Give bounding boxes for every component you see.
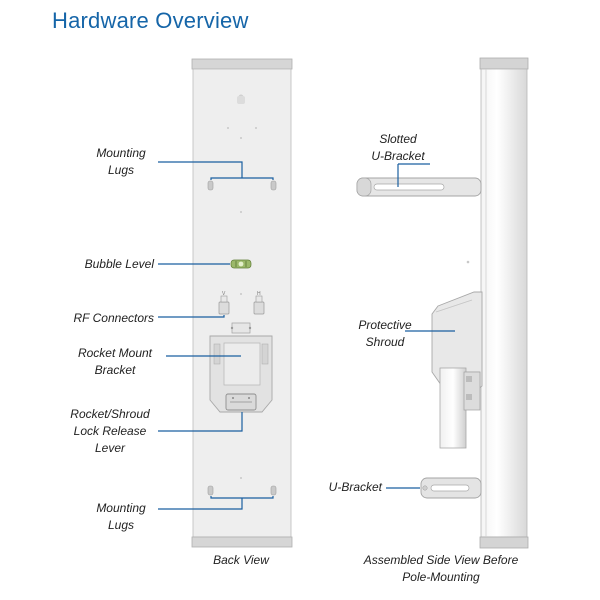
rocket-mount-bracket xyxy=(209,322,273,413)
label-rocket-mount-bracket: Rocket Mount Bracket xyxy=(77,346,153,377)
slotted-u-bracket xyxy=(356,177,482,197)
caption-side-view: Assembled Side View Before Pole-Mounting xyxy=(363,553,519,584)
mounting-lugs-bottom xyxy=(207,485,277,496)
svg-text:V: V xyxy=(222,291,226,297)
label-mounting-lugs-bottom: Mounting Lugs xyxy=(96,501,146,532)
label-u-bracket: U-Bracket xyxy=(328,480,382,494)
bubble-level xyxy=(230,259,252,269)
label-protective-shroud: Protective Shroud xyxy=(358,318,412,349)
mount-pole xyxy=(439,367,481,449)
lock-release-lever xyxy=(225,393,257,411)
u-bracket xyxy=(420,477,482,499)
caption-back-view: Back View xyxy=(213,553,269,567)
side-view-antenna xyxy=(466,57,529,549)
label-bubble-level: Bubble Level xyxy=(84,257,154,271)
label-mounting-lugs-top: Mounting Lugs xyxy=(96,146,146,177)
back-view-antenna xyxy=(191,58,293,548)
mounting-lugs-top xyxy=(207,180,277,191)
label-rf-connectors: RF Connectors xyxy=(73,311,154,325)
side-view-leader-lines xyxy=(386,163,455,489)
svg-text:H: H xyxy=(257,291,261,297)
rf-connectors: V H xyxy=(218,291,265,315)
page-title: Hardware Overview xyxy=(52,8,249,33)
label-lock-release-lever: Rocket/Shroud Lock Release Lever xyxy=(70,407,150,455)
back-view-leader-lines xyxy=(158,161,274,510)
label-slotted-u-bracket: Slotted U-Bracket xyxy=(371,132,425,163)
